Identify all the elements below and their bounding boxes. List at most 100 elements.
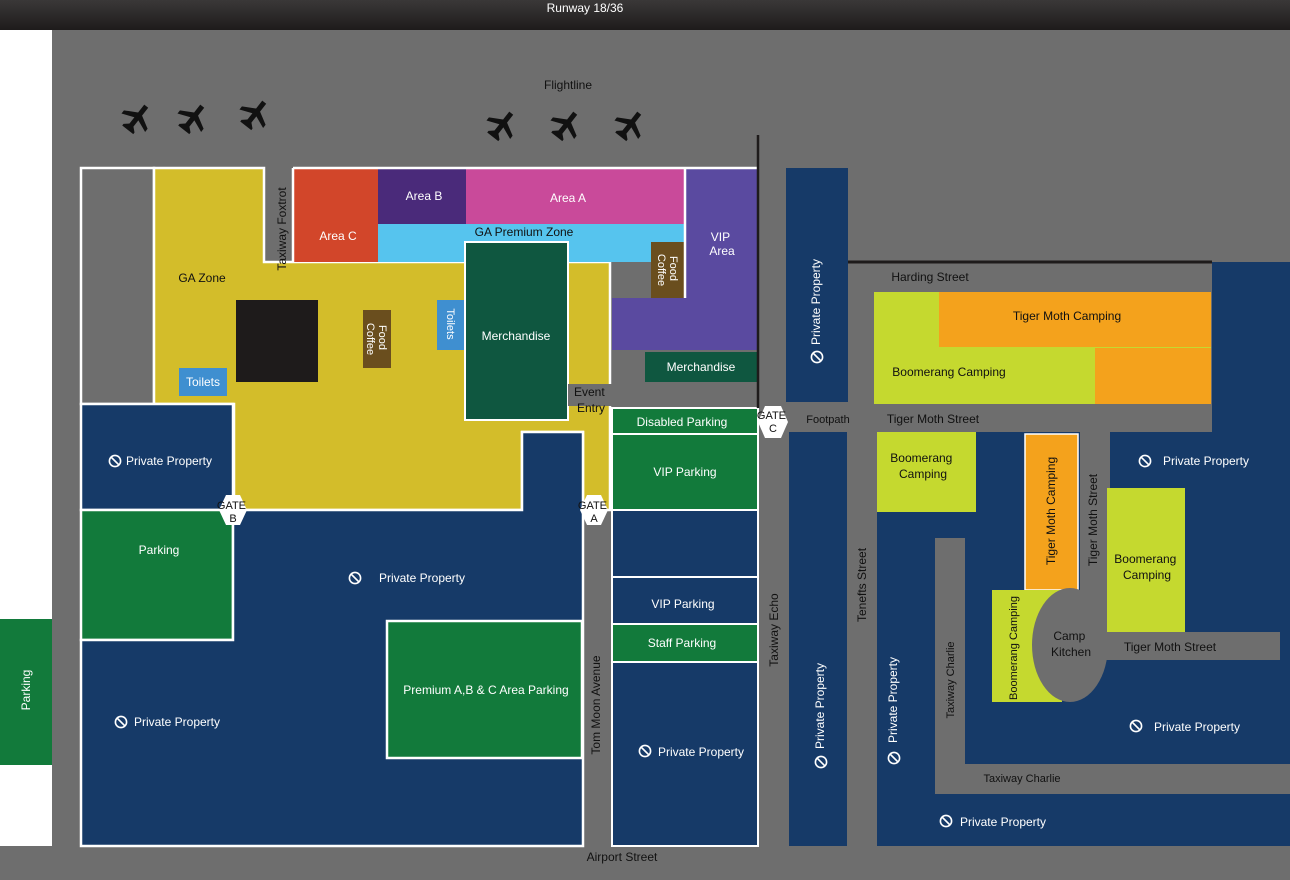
airport-street-road <box>0 846 1290 880</box>
vip-area-label-2: Area <box>709 244 735 258</box>
gate-c: GATE C <box>757 406 788 438</box>
area-c-label: Area C <box>319 229 357 243</box>
tiger-moth-street-east-label: Tiger Moth Street <box>1124 640 1217 654</box>
event-entry-label-2: Entry <box>577 401 605 415</box>
merchandise-block-east <box>645 352 758 382</box>
premium-outline <box>291 166 758 298</box>
gate-b-marker <box>219 495 247 525</box>
tiger-moth-street-label: Tiger Moth Street <box>887 412 980 426</box>
premium-area-parking-label: Premium A,B & C Area Parking <box>403 683 568 697</box>
ga-zone-label: GA Zone <box>178 271 226 285</box>
food-label-premium: Food <box>667 256 679 281</box>
vip-area-label: VIP Area <box>709 230 735 258</box>
private-property-east-column-bottom <box>789 432 847 846</box>
premium-area-parking <box>385 619 584 760</box>
event-entry-walkway <box>568 384 758 406</box>
private-property-west-top <box>79 402 235 512</box>
boomerang-camping-west-label-2: Camping <box>899 467 947 481</box>
private-property-label: Private Property <box>886 657 900 743</box>
area-a-label: Area A <box>550 191 586 205</box>
gate-a-label: GATE A <box>578 500 610 525</box>
merchandise-label-east: Merchandise <box>667 360 736 374</box>
merchandise-block-main <box>464 241 569 421</box>
camp-kitchen-label-1: Camp <box>1053 629 1085 643</box>
taxiway-charlie-horizontal-label: Taxiway Charlie <box>983 773 1060 785</box>
harding-street-label: Harding Street <box>891 270 969 284</box>
boomerang-camping-east <box>1107 488 1185 632</box>
ga-premium-zone-label: GA Premium Zone <box>475 225 574 239</box>
boomerang-camping-west-label: Boomerang Camping <box>890 451 955 481</box>
disabled-parking-label: Disabled Parking <box>637 415 728 429</box>
private-property-label: Private Property <box>960 815 1046 829</box>
flightline-label: Flightline <box>544 78 592 92</box>
tiger-moth-camping-north-label: Tiger Moth Camping <box>1013 309 1121 323</box>
airport-street-label: Airport Street <box>587 850 658 864</box>
taxiway-foxtrot-label: Taxiway Foxtrot <box>275 187 289 271</box>
gate-c-label-2: C <box>769 423 777 435</box>
gate-a-label-2: A <box>590 513 598 525</box>
vip-parking-north <box>611 433 759 511</box>
event-entry-label: Event Entry <box>574 385 608 415</box>
central-private-block <box>611 509 759 578</box>
private-property-label: Private Property <box>126 454 212 468</box>
boomerang-camping-south-label: Boomerang Camping <box>1008 596 1020 700</box>
vip-parking-south <box>611 576 759 625</box>
taxiway-charlie-vertical-label: Taxiway Charlie <box>945 641 957 718</box>
taxiway-charlie-vertical <box>935 538 965 794</box>
boomerang-camping-west-label-1: Boomerang <box>890 451 952 465</box>
west-parking-label: Parking <box>139 543 180 557</box>
tiger-moth-camping-north <box>939 292 1211 347</box>
tenefts-street-label: Tenefts Street <box>855 547 869 622</box>
toilets-label-central: Toilets <box>444 308 456 340</box>
gate-b: GATE B <box>217 495 249 525</box>
private-property-label: Private Property <box>809 259 823 345</box>
coffee-label-west: Coffee <box>364 323 376 355</box>
food-coffee-block-premium <box>651 242 684 298</box>
tiger-moth-street-south-label: Tiger Moth Street <box>1086 473 1100 566</box>
coffee-label-premium: Coffee <box>655 254 667 286</box>
gate-b-label-2: B <box>229 513 236 525</box>
toilets-block-west <box>179 368 227 396</box>
food-label-west: Food <box>376 325 388 350</box>
area-b-label: Area B <box>406 189 443 203</box>
boomerang-camping-west <box>877 432 976 512</box>
taxiway-echo-label: Taxiway Echo <box>767 593 781 667</box>
runway-strip <box>0 0 1290 30</box>
boomerang-camping-east-label-1: Boomerang <box>1114 552 1176 566</box>
tiger-moth-camping-north-east <box>1095 348 1211 404</box>
private-property-label: Private Property <box>1163 454 1249 468</box>
food-coffee-block-west <box>363 310 391 368</box>
area-c <box>293 168 378 262</box>
private-property-label: Private Property <box>134 715 220 729</box>
runway-label: Runway 18/36 <box>547 1 624 15</box>
tiger-moth-camping-south-label: Tiger Moth Camping <box>1044 457 1058 565</box>
boomerang-camping-east-label-2: Camping <box>1123 568 1171 582</box>
boomerang-camping-north-label: Boomerang Camping <box>892 365 1005 379</box>
private-property-label: Private Property <box>1154 720 1240 734</box>
black-block <box>236 300 318 382</box>
merchandise-label-main: Merchandise <box>482 329 551 343</box>
private-property-central-south <box>611 661 759 847</box>
west-parking <box>79 508 235 642</box>
west-gray-strip <box>79 166 156 406</box>
camp-kitchen-label: Camp Kitchen <box>1051 629 1091 659</box>
area-b <box>378 168 466 224</box>
food-coffee-label-west: Food Coffee <box>364 323 388 355</box>
vip-parking-south-label: VIP Parking <box>651 597 714 611</box>
tom-moon-avenue-label: Tom Moon Avenue <box>589 655 603 755</box>
camp-kitchen-label-2: Kitchen <box>1051 645 1091 659</box>
gate-b-label: GATE B <box>217 500 249 525</box>
gate-b-label-1: GATE <box>217 500 246 512</box>
vip-parking-north-label: VIP Parking <box>653 465 716 479</box>
left-parking-label: Parking <box>19 670 33 711</box>
private-property-label: Private Property <box>379 571 465 585</box>
toilets-label-west: Toilets <box>186 375 220 389</box>
private-property-label: Private Property <box>813 663 827 749</box>
gate-a: GATE A <box>578 495 610 525</box>
se-patch <box>1110 432 1212 440</box>
gate-c-marker <box>758 406 788 438</box>
left-parking-zone <box>0 619 52 765</box>
area-a <box>466 168 685 224</box>
toilets-block-central <box>437 300 465 350</box>
